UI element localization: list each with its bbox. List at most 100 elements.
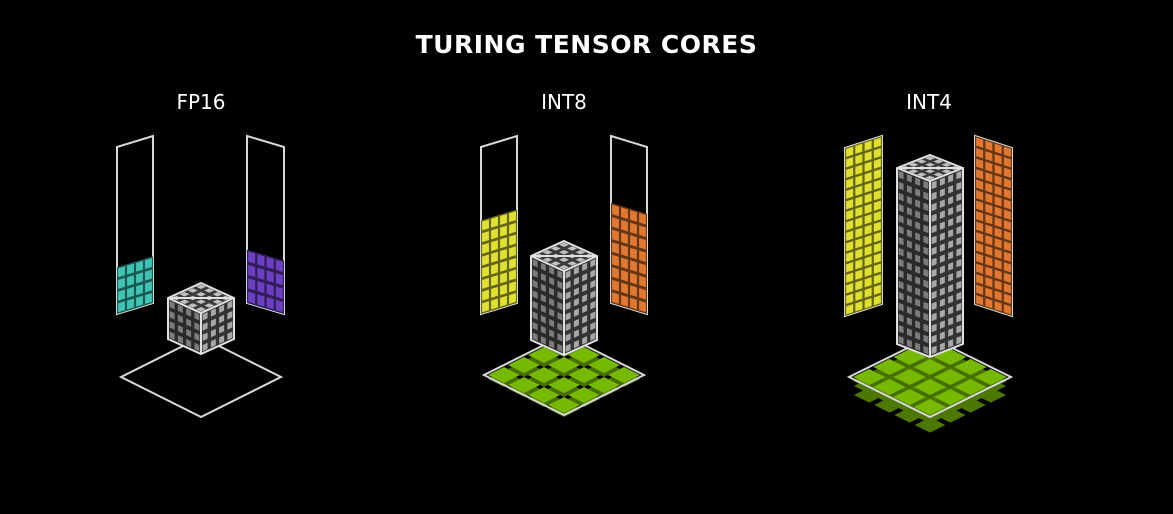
fp16-matrix-a-cell bbox=[136, 272, 143, 284]
fp16-core-cube-cell bbox=[227, 331, 233, 340]
int8-core-tower-cell bbox=[540, 262, 546, 272]
int4-core-tower-cell bbox=[906, 196, 912, 205]
fp16-matrix-b-cell bbox=[248, 278, 256, 291]
int4-core-tower-cell bbox=[948, 174, 954, 183]
int4-core-tower-cell bbox=[923, 257, 929, 267]
fp16-core-cube-cell bbox=[210, 328, 216, 338]
int4-core-tower-cell bbox=[923, 268, 929, 278]
int8-matrix-b-cell bbox=[612, 242, 619, 254]
int8-core-tower-cell bbox=[573, 297, 579, 307]
int4-matrix-b-cell bbox=[976, 284, 984, 295]
fp16-matrix-b-cell bbox=[275, 286, 283, 299]
int8-core-tower-cell bbox=[590, 279, 596, 289]
fp16-matrix-a-cell bbox=[136, 295, 143, 307]
int8-core-tower bbox=[530, 239, 598, 357]
fp16-core-cube-cell bbox=[227, 321, 233, 330]
int4-matrix-b-cell bbox=[976, 190, 984, 201]
int4-core-tower-cell bbox=[939, 210, 945, 219]
int4-matrix-b-cell bbox=[976, 274, 984, 285]
int8-matrix-a-cell bbox=[482, 289, 489, 301]
int4-core-tower-cell bbox=[939, 298, 945, 307]
int8-core-tower-cell bbox=[549, 339, 555, 349]
int4-core-tower-cell bbox=[956, 170, 962, 180]
int4-core-tower-cell bbox=[941, 162, 952, 167]
fp16-matrix-a-cell bbox=[118, 301, 125, 313]
int8-core-tower-cell bbox=[582, 315, 588, 324]
fp16-core-cube-cell bbox=[187, 303, 198, 308]
int4-matrix-b-cell bbox=[994, 217, 1002, 228]
int4-core-tower-cell bbox=[915, 210, 921, 219]
int4-matrix-a-cell bbox=[855, 217, 863, 228]
int4-matrix-a-cell bbox=[873, 137, 881, 148]
int4-matrix-b-cell bbox=[976, 200, 984, 211]
int4-core-tower-cell bbox=[898, 324, 904, 334]
int4-core-tower-cell bbox=[923, 246, 929, 256]
int4-core-tower-cell bbox=[906, 328, 912, 337]
int4-core-tower-cell bbox=[931, 202, 937, 212]
fp16-core-cube-cell bbox=[177, 304, 183, 313]
fp16-matrix-a-cell bbox=[145, 281, 152, 293]
int4-core-tower-cell bbox=[939, 232, 945, 241]
int8-matrix-b-cell bbox=[639, 300, 646, 313]
fp16-matrix-a-fill bbox=[117, 256, 153, 314]
fp16-matrix-a-cell bbox=[127, 263, 134, 275]
int4-accumulator-plane-tile bbox=[853, 369, 886, 385]
fp16-core-cube-cell bbox=[219, 335, 225, 344]
int4-matrix-a-cell bbox=[864, 245, 872, 256]
int8-core-tower-cell bbox=[573, 339, 579, 349]
int4-core-tower-cell bbox=[898, 214, 904, 224]
int8-core-tower-cell bbox=[542, 257, 553, 262]
int8-core-tower-cell bbox=[532, 332, 538, 341]
int4-core-tower-cell bbox=[898, 181, 904, 191]
int8-matrix-a-cell bbox=[500, 260, 507, 272]
int8-core-tower-cell bbox=[540, 336, 546, 345]
int4-core-tower-cell bbox=[923, 279, 929, 289]
int4-core-tower-cell bbox=[939, 276, 945, 285]
int8-core-tower-cell bbox=[582, 336, 588, 345]
int4-core-tower-cell bbox=[923, 180, 929, 190]
int4-core-tower-cell bbox=[923, 213, 929, 223]
int4-core-tower-cell bbox=[931, 301, 937, 311]
int4-core-tower-cell bbox=[956, 203, 962, 213]
int8-matrix-a-cell bbox=[509, 222, 516, 234]
int4-accumulator-plane-tile bbox=[913, 379, 947, 395]
int8-core-tower-cell bbox=[559, 250, 569, 255]
int4-matrix-b-cell bbox=[1003, 199, 1011, 210]
int4-matrix-a-cell bbox=[855, 185, 863, 196]
int4-core-tower-cell bbox=[925, 169, 935, 174]
int8-core-tower-cell bbox=[590, 311, 596, 320]
int8-core-tower-left-face bbox=[531, 256, 564, 355]
fp16-core-cube-cell bbox=[210, 339, 216, 348]
fp16-matrix-a-cell bbox=[145, 293, 152, 305]
int8-matrix-a-cell bbox=[482, 301, 489, 313]
fp16-matrix-b-cell bbox=[266, 270, 274, 283]
int4-matrix-b-cell bbox=[976, 148, 984, 159]
int4-core-tower-cell bbox=[931, 268, 937, 278]
int4-core-tower-cell bbox=[906, 273, 912, 282]
int8-matrix-a-cell bbox=[509, 211, 516, 223]
int4-matrix-b-cell bbox=[976, 242, 984, 253]
fp16-matrix-b-cell bbox=[248, 264, 256, 278]
int4-matrix-b-cell bbox=[1003, 146, 1011, 157]
int4-matrix-b-cell bbox=[1003, 167, 1011, 178]
int4-matrix-b-cell bbox=[1003, 220, 1011, 231]
fp16-matrix-a-cell bbox=[127, 286, 134, 298]
int4-matrix-b-cell bbox=[994, 259, 1002, 270]
int8-core-tower-cell bbox=[549, 318, 555, 328]
fp16-core-cube-cell bbox=[196, 292, 206, 297]
fp16-core-cube-cell bbox=[202, 322, 208, 331]
int4-core-tower-cell bbox=[898, 236, 904, 246]
int4-matrix-b-cell bbox=[1003, 188, 1011, 199]
int8-matrix-a-cell bbox=[491, 216, 498, 228]
fp16-core-cube-cell bbox=[196, 299, 206, 304]
int8-core-tower-cell bbox=[557, 280, 563, 290]
int4-matrix-a-cell bbox=[846, 241, 854, 252]
int8-core-tower-cell bbox=[532, 269, 538, 278]
int8-matrix-b-cell bbox=[612, 279, 619, 292]
int4-matrix-a-cell bbox=[864, 235, 872, 246]
fp16-core-cube-cell bbox=[186, 308, 192, 317]
int8-core-tower-cell bbox=[549, 266, 555, 275]
int8-accumulator-plane bbox=[481, 333, 647, 417]
int4-matrix-b-cell bbox=[1003, 230, 1011, 241]
